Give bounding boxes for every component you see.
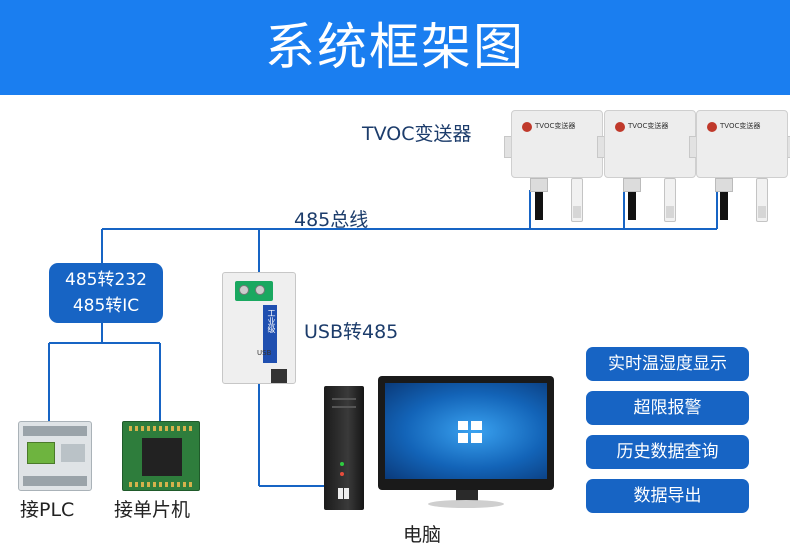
bus-label: 485总线 bbox=[294, 205, 368, 232]
brand-logo-icon bbox=[522, 122, 532, 132]
monitor-icon bbox=[378, 376, 554, 490]
usb-label: USB转485 bbox=[304, 317, 398, 344]
converter-box: 485转232 485转IC bbox=[49, 263, 163, 323]
usb-port-text: USB bbox=[257, 349, 271, 357]
brand-logo-icon bbox=[615, 122, 625, 132]
pc-tower-icon bbox=[324, 386, 364, 510]
pc-label: 电脑 bbox=[403, 520, 441, 547]
brand-logo-icon bbox=[707, 122, 717, 132]
tvoc-brand-text: TVOC变送器 bbox=[720, 121, 760, 131]
mcu-label: 接单片机 bbox=[114, 495, 190, 522]
feature-realtime-display: 实时温湿度显示 bbox=[586, 347, 749, 381]
feature-alarm: 超限报警 bbox=[586, 391, 749, 425]
tvoc-label: TVOC变送器 bbox=[362, 119, 472, 146]
usb-converter-icon: 工业级 USB bbox=[222, 272, 296, 384]
converter-line-1: 485转232 bbox=[49, 267, 163, 293]
tvoc-brand-text: TVOC变送器 bbox=[535, 121, 575, 131]
microcontroller-icon bbox=[122, 421, 200, 491]
converter-line-2: 485转IC bbox=[49, 293, 163, 319]
feature-data-export: 数据导出 bbox=[586, 479, 749, 513]
usb-stripe-text: 工业级 bbox=[266, 309, 277, 333]
windows-logo-icon bbox=[458, 421, 482, 443]
feature-history-query: 历史数据查询 bbox=[586, 435, 749, 469]
tvoc-brand-text: TVOC变送器 bbox=[628, 121, 668, 131]
windows-logo-icon bbox=[338, 488, 349, 499]
plc-icon bbox=[18, 421, 92, 491]
plc-label: 接PLC bbox=[20, 495, 74, 522]
